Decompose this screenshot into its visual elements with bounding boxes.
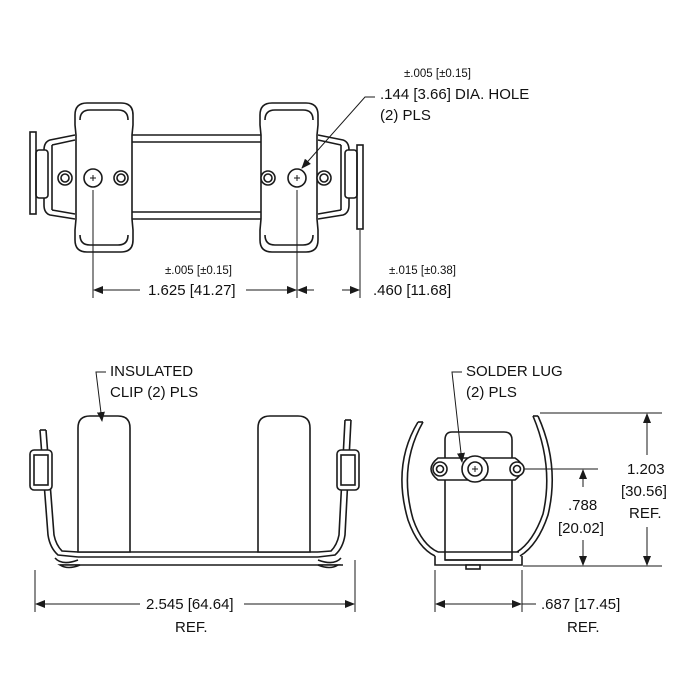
hole-tolerance: ±.005 [±0.15]	[404, 68, 471, 80]
dim-width-ref: REF.	[567, 619, 600, 636]
lug-callout-line1: SOLDER LUG	[466, 363, 563, 380]
dim-lug-height-metric: [20.02]	[558, 520, 604, 537]
clip-callout-line2: CLIP (2) PLS	[110, 384, 198, 401]
dim-overall-length-ref: REF.	[175, 619, 208, 636]
front-view-dimensions	[34, 560, 356, 612]
hole-callout-line1: .144 [3.66] DIA. HOLE	[380, 86, 529, 103]
dim-lug-height-value: .788	[568, 497, 597, 514]
side-view: SOLDER LUG (2) PLS 1.203 [30.56] REF. .7…	[401, 363, 667, 636]
top-view-holes	[57, 168, 332, 188]
front-view-left-arm	[29, 429, 79, 558]
side-view-arms	[401, 415, 554, 557]
front-view-right-arm	[317, 419, 360, 558]
dim-height-ref: REF.	[629, 505, 662, 522]
front-view-clip-right	[257, 415, 311, 553]
hole-callout-line2: (2) PLS	[380, 107, 431, 124]
dim-height-value: 1.203	[627, 461, 665, 478]
top-view-dimensions	[92, 96, 375, 298]
dim-overall-length: 2.545 [64.64]	[146, 596, 234, 613]
top-view-body	[29, 131, 364, 230]
dim-hole-spacing: 1.625 [41.27]	[148, 282, 236, 299]
top-view: ±.005 [±0.15] 1.625 [41.27] ±.015 [±0.38…	[29, 68, 529, 299]
top-view-clip-left	[74, 102, 134, 253]
front-view: INSULATED CLIP (2) PLS 2.545 [64.64] REF…	[29, 363, 360, 636]
lug-callout-line2: (2) PLS	[466, 384, 517, 401]
side-view-body	[434, 431, 523, 570]
dim-height-metric: [30.56]	[621, 483, 667, 500]
tol-lug-offset: ±.015 [±0.38]	[389, 265, 456, 277]
dim-lug-offset: .460 [11.68]	[373, 282, 451, 299]
tol-hole-spacing: ±.005 [±0.15]	[165, 265, 232, 277]
side-view-dimensions	[434, 412, 662, 612]
front-view-clip-left	[77, 415, 131, 553]
clip-callout-line1: INSULATED	[110, 363, 193, 380]
side-view-solder-lug	[430, 455, 525, 483]
dim-width-value: .687 [17.45]	[541, 596, 620, 613]
front-view-base	[54, 551, 343, 569]
